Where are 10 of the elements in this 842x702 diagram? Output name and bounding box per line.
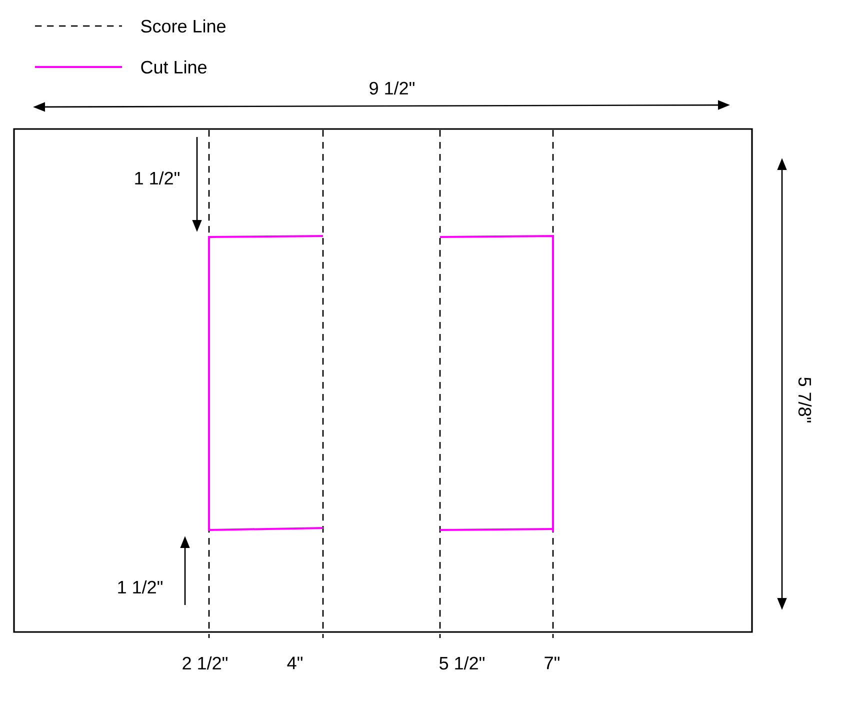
legend-label: Cut Line — [141, 60, 206, 74]
dimension-label: 7" — [544, 656, 560, 670]
dimension-label: 2 1/2" — [182, 656, 228, 670]
legend-label: Score Line — [141, 19, 226, 33]
dimension-label: 1 1/2" — [118, 580, 162, 594]
dimension-label: 5 1/2" — [440, 656, 484, 670]
dimension-label: 9 1/2" — [370, 81, 414, 95]
dimension-label: 5 7/8" — [798, 378, 812, 422]
dimension-label: 1 1/2" — [135, 171, 180, 185]
dimension-label: 4" — [287, 656, 302, 670]
